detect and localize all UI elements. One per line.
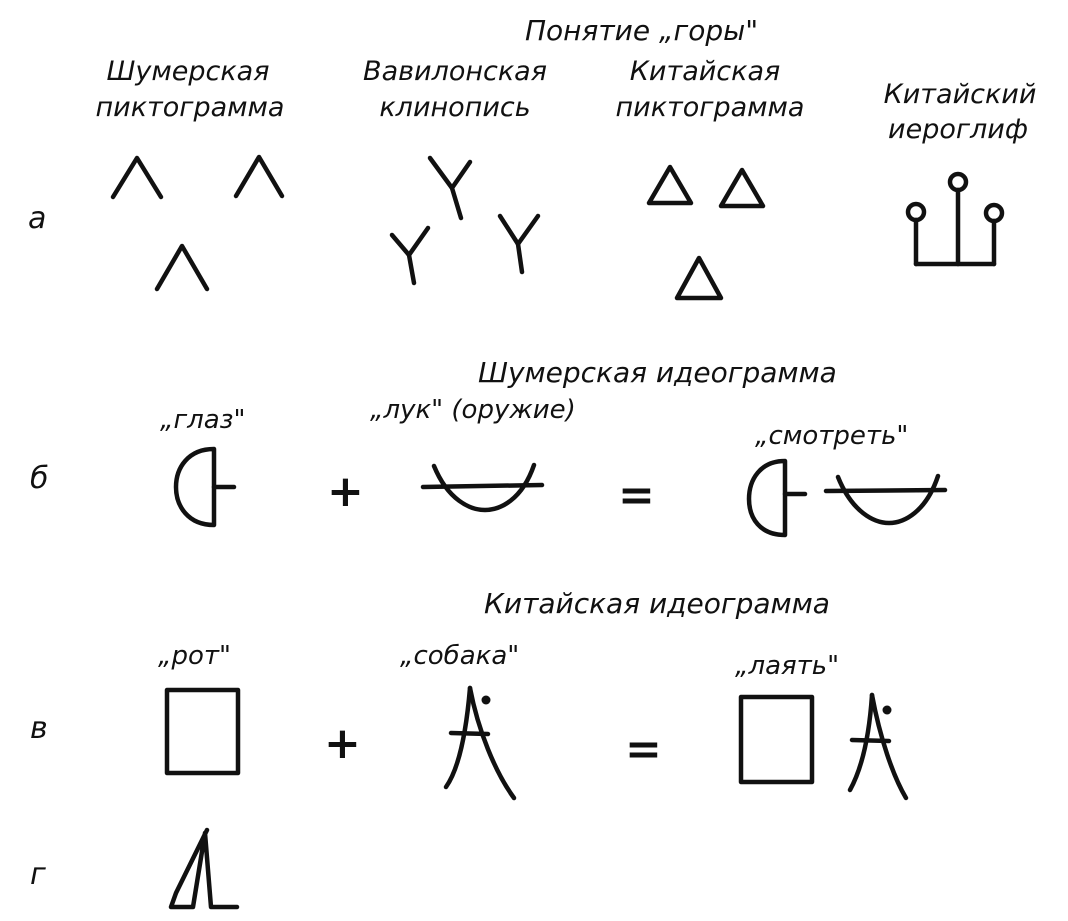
- section-a-heading: Понятие „горы": [525, 14, 758, 47]
- section-g-glyph: [168, 827, 240, 910]
- row-label-a: а: [28, 201, 46, 236]
- section-b-term2: „лук" (оружие): [370, 395, 576, 425]
- col1-line2: пиктограмма: [96, 92, 285, 123]
- bow-ideogram: [420, 462, 545, 513]
- chinese-mountain-pictogram: [646, 164, 766, 301]
- row-label-b: б: [30, 461, 49, 496]
- col3-line1: Китайская: [630, 56, 780, 87]
- col4-line2: иероглиф: [888, 114, 1028, 145]
- chinese-mountain-hieroglyph: [905, 171, 1005, 267]
- look-ideogram: [746, 458, 948, 538]
- section-v-term2: „собака": [400, 641, 519, 671]
- plus-sign-b: +: [327, 466, 364, 517]
- section-v-heading: Китайская идеограмма: [484, 587, 830, 620]
- section-b-result: „смотреть": [755, 421, 908, 451]
- section-b: Шумерская идеограмма „глаз" „лук" (оружи…: [30, 356, 948, 538]
- section-v-term1: „рот": [158, 641, 231, 671]
- section-v-result: „лаять": [735, 651, 839, 681]
- section-b-heading: Шумерская идеограмма: [478, 356, 837, 389]
- equals-sign-b: =: [618, 470, 655, 521]
- col2-line1: Вавилонская: [363, 56, 547, 87]
- col1-line1: Шумерская: [107, 56, 270, 87]
- row-label-g: г: [30, 857, 46, 892]
- section-v: Китайская идеограмма „рот" „собака" „лая…: [30, 587, 909, 801]
- col4-line1: Китайский: [884, 79, 1037, 110]
- sumerian-mountain-pictogram: [110, 154, 285, 292]
- col2-line2: клинопись: [379, 92, 530, 123]
- equals-sign-v: =: [625, 724, 662, 775]
- mouth-ideogram: [164, 687, 241, 776]
- section-a: Понятие „горы" Шумерская пиктограмма Вав…: [28, 14, 1037, 301]
- babylonian-cuneiform-mountain: [389, 155, 541, 286]
- bark-ideogram: [738, 692, 909, 801]
- eye-ideogram: [173, 446, 237, 528]
- col3-line2: пиктограмма: [616, 92, 805, 123]
- plus-sign-v: +: [324, 718, 361, 769]
- section-b-term1: „глаз": [160, 405, 245, 435]
- dog-ideogram: [443, 685, 517, 801]
- row-label-v: в: [30, 711, 48, 746]
- section-g: г: [30, 827, 240, 910]
